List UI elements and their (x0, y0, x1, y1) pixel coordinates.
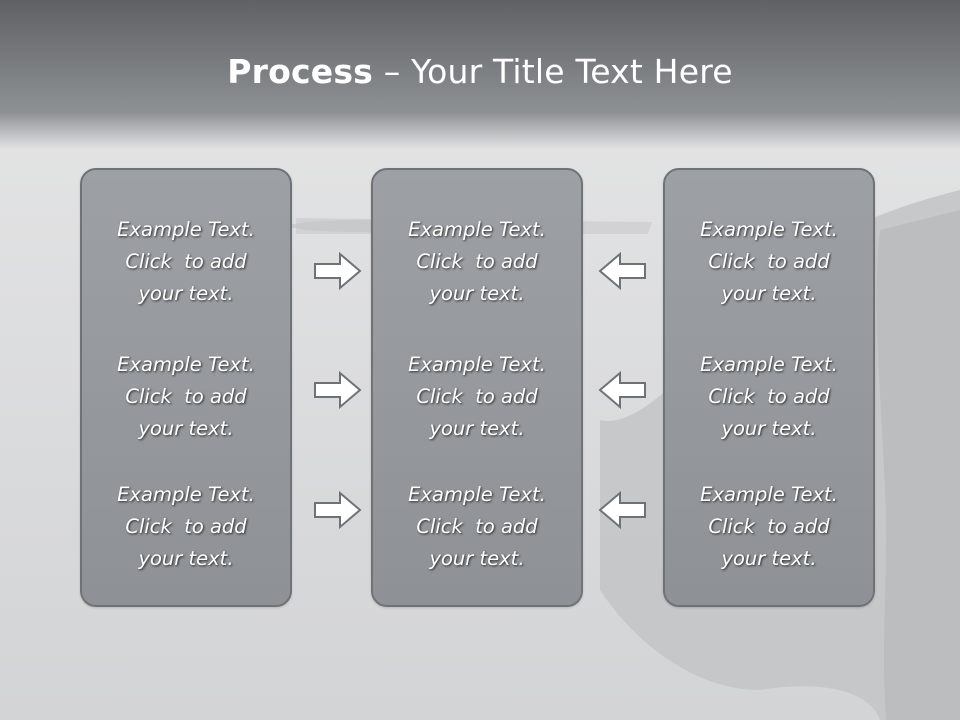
text-line: Click to add (416, 250, 538, 273)
text-block[interactable]: Example Text. Click to add your text. (665, 214, 873, 310)
text-block[interactable]: Example Text. Click to add your text. (82, 479, 290, 575)
process-box-middle[interactable]: Example Text. Click to add your text. Ex… (371, 168, 583, 607)
text-line: Example Text. (408, 483, 546, 506)
text-line: Click to add (416, 515, 538, 538)
arrow-right-icon[interactable] (313, 251, 363, 291)
arrow-left-icon[interactable] (597, 490, 647, 530)
text-line: your text. (429, 282, 525, 305)
title-rest: – Your Title Text Here (373, 52, 733, 91)
slide-title[interactable]: Process – Your Title Text Here (0, 52, 960, 91)
text-line: your text. (721, 547, 817, 570)
title-band (0, 0, 960, 150)
text-block[interactable]: Example Text. Click to add your text. (82, 214, 290, 310)
arrow-left-icon[interactable] (597, 251, 647, 291)
process-box-left[interactable]: Example Text. Click to add your text. Ex… (80, 168, 292, 607)
text-line: Example Text. (117, 483, 255, 506)
text-line: Example Text. (117, 353, 255, 376)
text-block[interactable]: Example Text. Click to add your text. (665, 479, 873, 575)
text-line: your text. (138, 282, 234, 305)
text-line: Example Text. (408, 218, 546, 241)
text-line: your text. (721, 282, 817, 305)
text-line: Example Text. (408, 353, 546, 376)
text-block[interactable]: Example Text. Click to add your text. (373, 214, 581, 310)
text-line: your text. (721, 417, 817, 440)
sleeve-silhouette (876, 210, 960, 720)
text-block[interactable]: Example Text. Click to add your text. (665, 349, 873, 445)
text-block[interactable]: Example Text. Click to add your text. (373, 349, 581, 445)
text-line: Example Text. (700, 218, 838, 241)
arrow-right-icon[interactable] (313, 370, 363, 410)
text-line: your text. (138, 547, 234, 570)
text-line: your text. (429, 547, 525, 570)
text-line: Click to add (708, 250, 830, 273)
text-line: Click to add (125, 385, 247, 408)
process-box-right[interactable]: Example Text. Click to add your text. Ex… (663, 168, 875, 607)
text-line: Click to add (125, 250, 247, 273)
text-block[interactable]: Example Text. Click to add your text. (82, 349, 290, 445)
title-bold: Process (227, 52, 374, 91)
text-line: your text. (429, 417, 525, 440)
arrow-left-icon[interactable] (597, 370, 647, 410)
text-line: Click to add (708, 385, 830, 408)
arrow-right-icon[interactable] (313, 490, 363, 530)
text-line: your text. (138, 417, 234, 440)
text-block[interactable]: Example Text. Click to add your text. (373, 479, 581, 575)
text-line: Click to add (125, 515, 247, 538)
text-line: Click to add (416, 385, 538, 408)
text-line: Example Text. (117, 218, 255, 241)
text-line: Click to add (708, 515, 830, 538)
text-line: Example Text. (700, 483, 838, 506)
text-line: Example Text. (700, 353, 838, 376)
